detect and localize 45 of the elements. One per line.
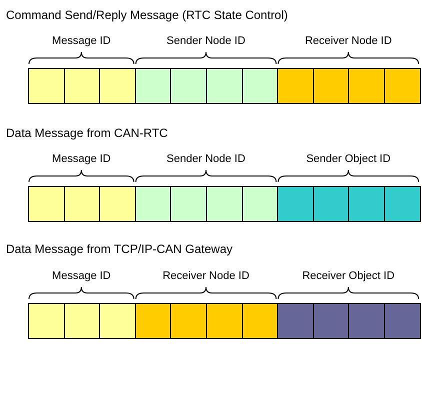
bit-cell [206,303,243,339]
field-label: Receiver Object ID [301,270,396,282]
bit-cell [277,68,314,104]
bit-cell [170,68,207,104]
bit-cell [277,303,314,339]
field-label: Sender Node ID [166,35,246,47]
bit-cell [99,186,136,222]
bit-cell [384,186,421,222]
bit-cell [312,68,350,104]
bit-cell [242,303,278,339]
field-label: Sender Object ID [305,153,392,165]
bit-cell [312,186,350,222]
bit-cell [312,303,350,339]
bit-cell [384,303,421,339]
field-label: Message ID [51,270,112,282]
section-title: Data Message from TCP/IP-CAN Gateway [6,242,233,256]
bit-cell [206,68,243,104]
bit-cell [99,303,136,339]
bit-cell [348,68,385,104]
bit-cell [28,186,65,222]
field-label: Message ID [51,153,112,165]
bit-cell [64,186,100,222]
bit-cell [170,303,207,339]
bit-cell [28,68,65,104]
bit-cell [134,303,172,339]
bit-cell [99,68,136,104]
bit-cell [170,186,207,222]
section-title: Data Message from CAN-RTC [6,126,168,140]
bit-cell [242,68,278,104]
field-label: Receiver Node ID [162,270,250,282]
bit-cell [206,186,243,222]
field-label: Sender Node ID [166,153,246,165]
bit-cell [384,68,421,104]
bit-cell [277,186,314,222]
bit-cell [242,186,278,222]
bit-cell [348,303,385,339]
field-label: Receiver Node ID [304,35,393,47]
field-label: Message ID [51,35,112,47]
bit-cell [28,303,65,339]
bit-cell [134,68,172,104]
bit-cell [64,68,100,104]
bit-cell [64,303,100,339]
section-title: Command Send/Reply Message (RTC State Control) [6,8,288,22]
bit-cell [134,186,172,222]
bit-cell [348,186,385,222]
